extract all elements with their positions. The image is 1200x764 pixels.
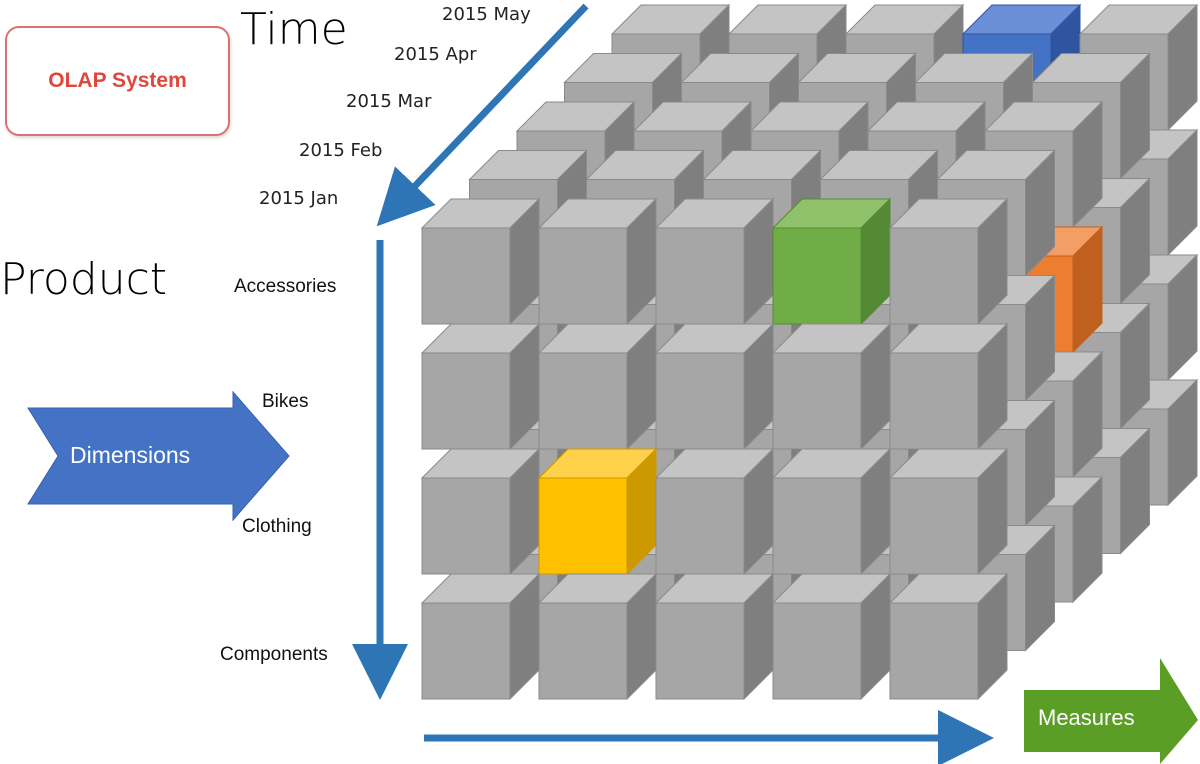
time-dimension-title: Time xyxy=(240,4,348,55)
dimensions-label: Dimensions xyxy=(70,442,191,468)
time-label-feb: 2015 Feb xyxy=(299,140,383,161)
product-label-accessories: Accessories xyxy=(234,276,337,297)
data-cell-cube xyxy=(888,572,1009,701)
data-cell-cube xyxy=(420,197,541,326)
measures-arrow-shape xyxy=(1024,658,1198,764)
time-label-mar: 2015 Mar xyxy=(346,91,432,112)
data-cell-cube xyxy=(771,447,892,576)
data-cell-cube xyxy=(537,322,658,451)
data-cell-cube xyxy=(888,447,1009,576)
data-cell-cube xyxy=(420,447,541,576)
data-cell-cube xyxy=(654,447,775,576)
data-cell-cube xyxy=(771,572,892,701)
time-axis-arrow xyxy=(376,3,589,227)
data-cell-cube xyxy=(420,572,541,701)
time-label-jan: 2015 Jan xyxy=(259,188,339,209)
measures-label: Measures xyxy=(1038,705,1135,730)
data-cell-cube xyxy=(654,572,775,701)
product-label-clothing: Clothing xyxy=(242,516,312,537)
highlighted-cube-yellow xyxy=(537,447,658,576)
data-cell-cube xyxy=(888,322,1009,451)
data-cell-cube xyxy=(537,197,658,326)
time-label-apr: 2015 Apr xyxy=(394,44,477,65)
data-cell-cube xyxy=(888,197,1009,326)
product-label-components: Components xyxy=(220,644,328,665)
dimensions-arrow-shape xyxy=(27,390,290,522)
product-dimension-title: Product xyxy=(0,254,168,305)
data-cell-cube xyxy=(654,197,775,326)
product-label-bikes: Bikes xyxy=(262,391,309,412)
data-cell-cube xyxy=(654,322,775,451)
olap-system-label: OLAP System xyxy=(48,69,187,92)
cube-grid xyxy=(420,3,1199,701)
data-cell-cube xyxy=(420,322,541,451)
data-cell-cube xyxy=(771,322,892,451)
data-cell-cube xyxy=(537,572,658,701)
highlighted-cube-green xyxy=(771,197,892,326)
olap-system-box: OLAP System xyxy=(5,26,230,136)
time-label-may: 2015 May xyxy=(442,4,531,25)
